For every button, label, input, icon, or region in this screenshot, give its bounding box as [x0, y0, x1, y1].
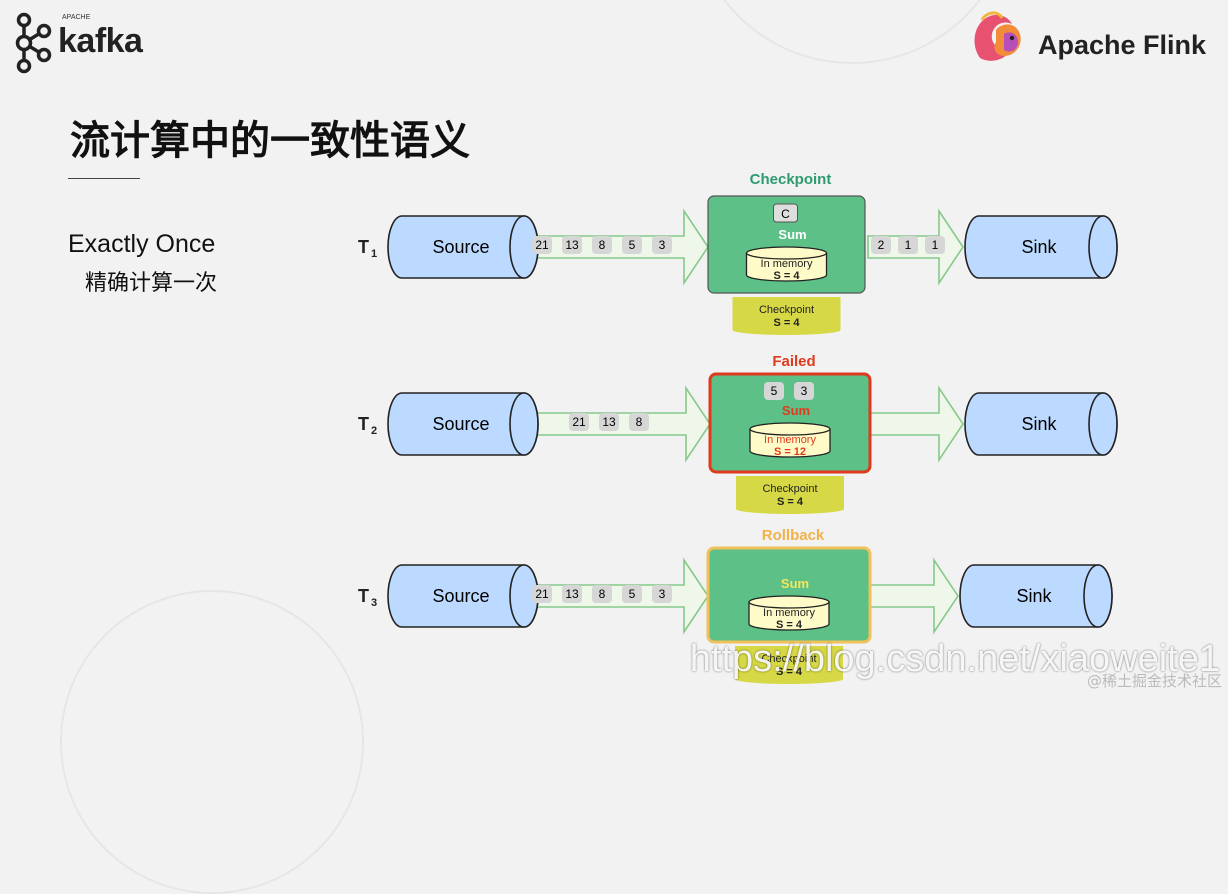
barrier-marker-box — [773, 203, 798, 223]
output-record-box — [925, 236, 945, 254]
memory-value: S = 12 — [774, 446, 806, 458]
output-record-box — [871, 236, 891, 254]
checkpoint-store — [732, 297, 841, 335]
output-record-box — [898, 236, 918, 254]
pending-record-box — [764, 382, 784, 400]
source-cylinder-label: Source — [432, 414, 489, 434]
time-subscript: 3 — [371, 597, 377, 609]
input-record-box — [562, 585, 582, 603]
kafka-wordmark: kafka — [58, 22, 143, 60]
checkpoint-label: Checkpoint — [762, 483, 817, 495]
operator-status: Failed — [772, 353, 815, 370]
input-record-box — [622, 585, 642, 603]
time-label: T — [358, 414, 369, 434]
input-record-box — [652, 236, 672, 254]
input-record: 5 — [629, 587, 636, 601]
input-record-box — [622, 236, 642, 254]
flink-wordmark: Apache Flink — [1038, 30, 1207, 60]
memory-store-cap — [748, 595, 830, 609]
input-record: 21 — [535, 587, 549, 601]
input-record: 21 — [572, 415, 586, 429]
checkpoint-label: Checkpoint — [761, 653, 816, 665]
checkpoint-value: S = 4 — [774, 317, 801, 329]
output-record: 1 — [932, 238, 939, 252]
memory-label: In memory — [763, 607, 815, 619]
kafka-logo-icon — [10, 12, 54, 74]
source-cylinder-label: Source — [432, 586, 489, 606]
time-subscript: 2 — [371, 425, 377, 437]
semantics-chinese: 精确计算一次 — [85, 271, 218, 296]
time-label: T — [358, 237, 369, 257]
flink-squirrel-icon — [968, 8, 1026, 66]
source-cylinder-cap — [509, 392, 539, 456]
sum-label: Sum — [778, 227, 806, 242]
memory-store-body — [745, 253, 828, 282]
input-record: 3 — [659, 587, 666, 601]
pending-record: 3 — [801, 384, 808, 398]
input-record-box — [599, 413, 619, 431]
input-record: 8 — [599, 238, 606, 252]
pending-record-box — [794, 382, 814, 400]
sum-label: Sum — [781, 576, 809, 591]
input-record-box — [532, 236, 552, 254]
input-record-box — [629, 413, 649, 431]
input-record: 8 — [599, 587, 606, 601]
operator-status: Rollback — [762, 527, 825, 544]
input-record-box — [592, 585, 612, 603]
input-record: 3 — [659, 238, 666, 252]
memory-value: S = 4 — [776, 619, 803, 631]
sink-cylinder-cap — [1083, 564, 1113, 628]
memory-label: In memory — [764, 434, 816, 446]
sink-cylinder-label: Sink — [1016, 586, 1052, 606]
memory-store-cap — [749, 422, 831, 436]
input-record: 13 — [565, 238, 579, 252]
input-record-box — [532, 585, 552, 603]
input-arrow — [527, 208, 709, 286]
source-cylinder-label: Source — [432, 237, 489, 257]
sink-cylinder-cap — [1088, 392, 1118, 456]
sum-label: Sum — [782, 403, 810, 418]
memory-label: In memory — [761, 258, 813, 270]
memory-store-body — [748, 602, 830, 631]
input-record-box — [569, 413, 589, 431]
time-label: T — [358, 586, 369, 606]
page-title: 流计算中的一致性语义 — [70, 118, 470, 164]
input-record: 13 — [602, 415, 616, 429]
input-arrow — [527, 557, 709, 635]
operator-status: Checkpoint — [750, 171, 832, 188]
checkpoint-value: S = 4 — [776, 666, 803, 678]
memory-value: S = 4 — [774, 270, 801, 282]
checkpoint-label: Checkpoint — [759, 304, 814, 316]
blog-watermark: https://blog.csdn.net/xiaoweite1 — [689, 638, 1220, 680]
input-record: 21 — [535, 238, 549, 252]
site-watermark: @稀土掘金技术社区 — [1086, 672, 1222, 690]
output-record: 1 — [905, 238, 912, 252]
sink-cylinder-label: Sink — [1021, 237, 1057, 257]
input-record: 8 — [636, 415, 643, 429]
semantics-english: Exactly Once — [68, 230, 216, 258]
output-record: 2 — [878, 238, 885, 252]
output-arrow — [867, 557, 959, 635]
barrier-marker: C — [781, 207, 790, 221]
input-record: 13 — [565, 587, 579, 601]
sink-cylinder-cap — [1088, 215, 1118, 279]
memory-store-cap — [745, 246, 828, 260]
input-record: 5 — [629, 238, 636, 252]
memory-store-body — [749, 429, 831, 458]
kafka-apache-label: APACHE — [62, 14, 91, 21]
input-record-box — [592, 236, 612, 254]
input-record-box — [562, 236, 582, 254]
checkpoint-store — [735, 646, 843, 684]
time-subscript: 1 — [371, 248, 377, 260]
title-divider — [68, 178, 140, 179]
checkpoint-value: S = 4 — [777, 496, 804, 508]
sink-cylinder-label: Sink — [1021, 414, 1057, 434]
input-record-box — [652, 585, 672, 603]
checkpoint-store — [736, 476, 844, 514]
pending-record: 5 — [771, 384, 778, 398]
output-arrow — [867, 385, 964, 463]
